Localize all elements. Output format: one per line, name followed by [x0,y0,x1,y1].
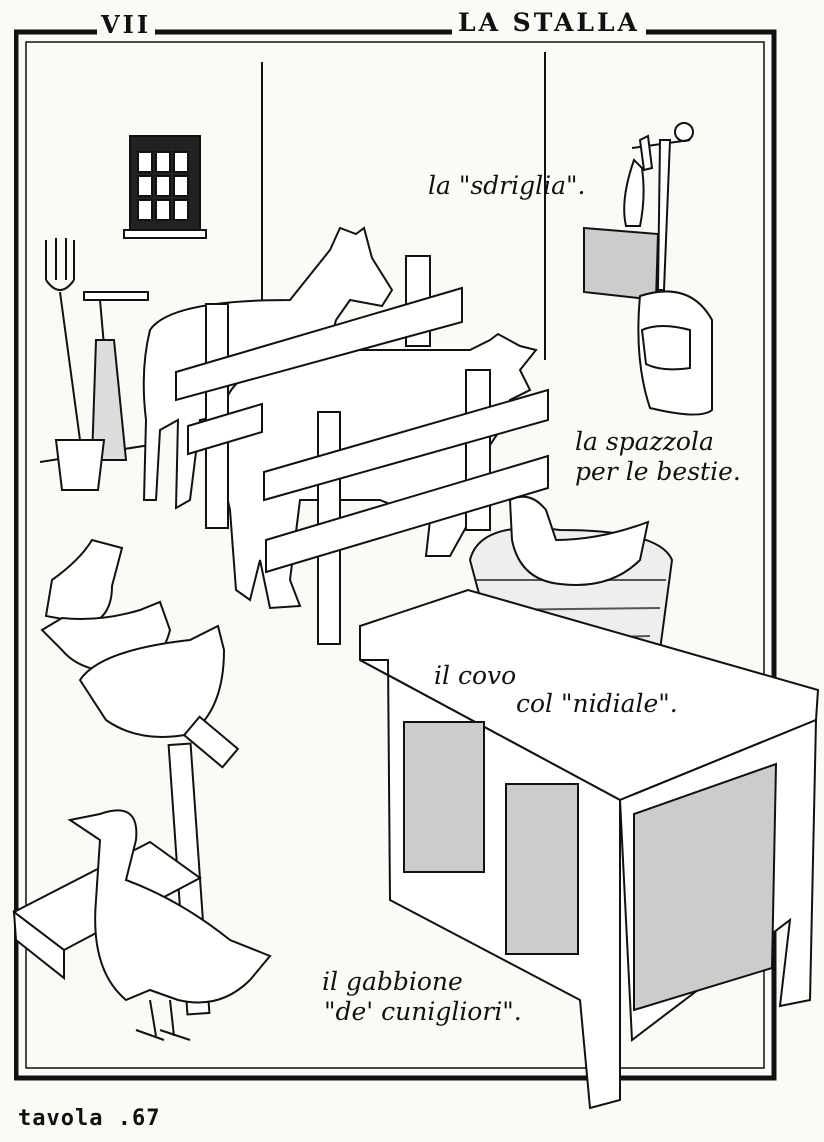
caption-covo-line2: col "nidiale". [516,689,678,718]
brush-icon [637,290,713,416]
caption-spazzola-line2: per le bestie. [575,457,741,486]
goose-icon [67,809,272,1041]
curry-comb-icon [583,122,694,302]
caption-gabbione-line1: il gabbione [322,967,463,996]
chapter-number: VII [97,10,156,39]
caption-sdriglia: la "sdriglia". [428,171,586,200]
fence-icon [175,255,549,645]
page-title: LA STALLA [452,8,646,37]
page-border [14,22,778,1084]
farm-tools-icon [45,238,149,491]
caption-covo-line1: il covo [434,661,517,690]
hen-on-nest-icon [508,495,650,586]
rabbit-hutch-icon [359,588,820,1110]
plate-number: tavola .67 [18,1106,161,1131]
window-icon [123,135,207,239]
caption-gabbione-line2: "de' cunigliori". [324,997,522,1026]
caption-spazzola-line1: la spazzola [575,427,714,456]
